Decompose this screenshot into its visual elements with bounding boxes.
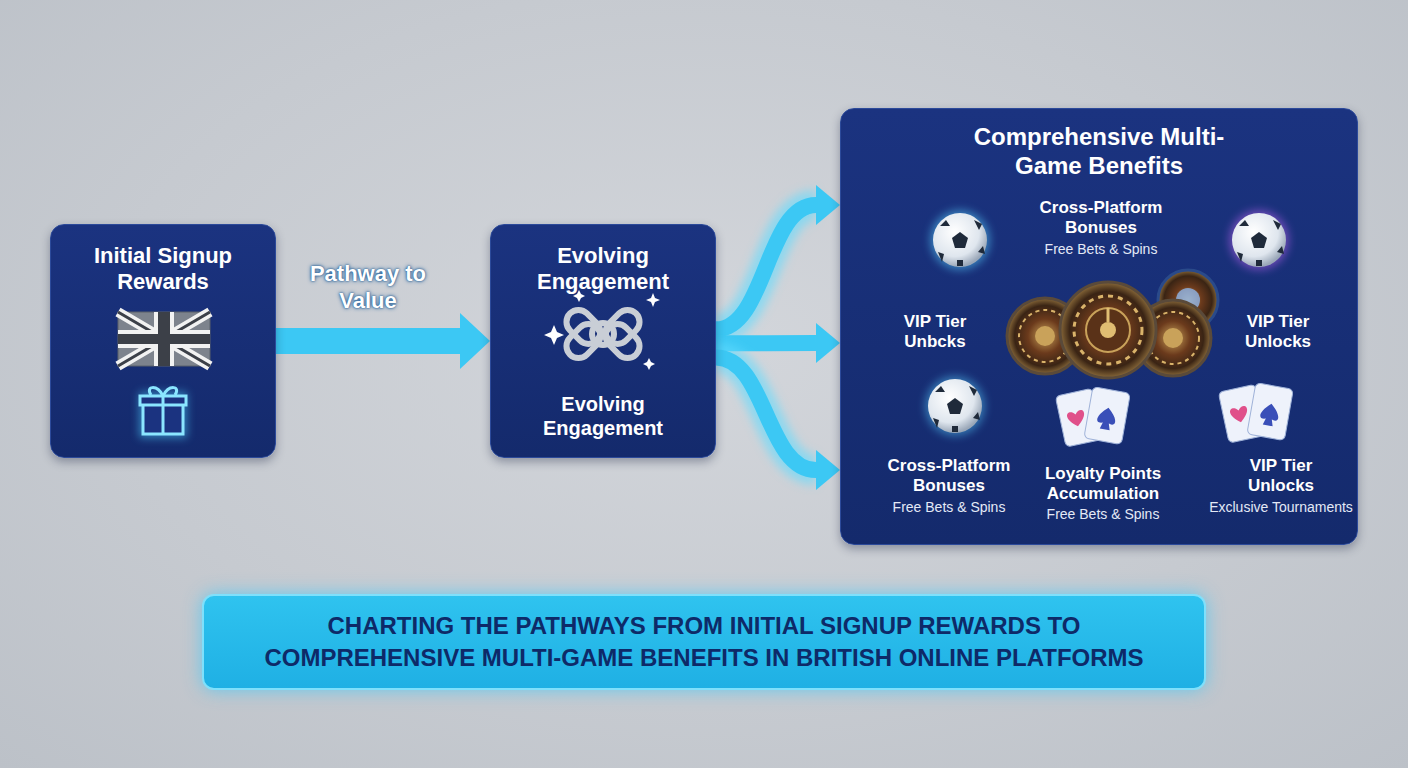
arrow-glow: [276, 321, 460, 361]
edge-label: Pathway to Value: [288, 261, 448, 314]
flow-arrow-group: [716, 357, 816, 470]
caption-banner: CHARTING THE PATHWAYS FROM INITIAL SIGNU…: [202, 594, 1206, 690]
arrow-glow: [716, 357, 816, 470]
benefit-detail: Exclusive Tournaments: [1206, 499, 1356, 515]
caption-text: CHARTING THE PATHWAYS FROM INITIAL SIGNU…: [224, 610, 1184, 675]
gift-icon: [139, 388, 187, 438]
flow-arrow-group: [716, 343, 816, 344]
chain-icon: [544, 290, 660, 370]
benefit-label: VIP Tier Unlocks: [1230, 312, 1326, 351]
benefit-detail: Free Bets & Spins: [874, 499, 1024, 515]
box-heading: Evolving Engagement: [503, 243, 703, 296]
soccer-ball: [930, 210, 990, 270]
soccer-ball: [925, 376, 985, 436]
flow-arrow: [276, 328, 460, 354]
benefit-label: Cross-Platform Bonuses: [874, 456, 1024, 495]
benefit-detail: Free Bets & Spins: [1028, 506, 1178, 522]
roulette-wheel: [1060, 282, 1156, 378]
benefit-label: VIP Tier Unbcks: [887, 312, 983, 351]
arrow-glow: [716, 205, 816, 329]
roulette-wheel: [1135, 300, 1211, 376]
stage-box: Initial Signup Rewards: [50, 224, 276, 458]
benefit-detail: Free Bets & Spins: [1016, 241, 1186, 257]
stage-box: Evolving EngagementEvolving Engagement: [490, 224, 716, 458]
benefit-label: VIP Tier Unlocks: [1226, 456, 1336, 495]
box-heading: Initial Signup Rewards: [63, 243, 263, 296]
benefit-label: Loyalty Points Accumulation: [1028, 464, 1178, 503]
soccer-ball: [1229, 210, 1289, 270]
flow-arrow-group: [716, 205, 816, 329]
box-heading: Comprehensive Multi-Game Benefits: [954, 123, 1244, 181]
box-subheading: Evolving Engagement: [503, 392, 703, 440]
benefit-label: Cross-Platform Bonuses: [1016, 198, 1186, 237]
roulette-wheel: [1007, 298, 1083, 374]
playing-cards: [1218, 383, 1293, 443]
roulette-wheel: [1158, 270, 1218, 330]
flag-icon: [118, 312, 210, 366]
playing-cards: [1055, 387, 1130, 447]
flow-arrow-group: [276, 341, 460, 342]
flow-arrow: [716, 205, 816, 329]
flow-arrow: [716, 357, 816, 470]
